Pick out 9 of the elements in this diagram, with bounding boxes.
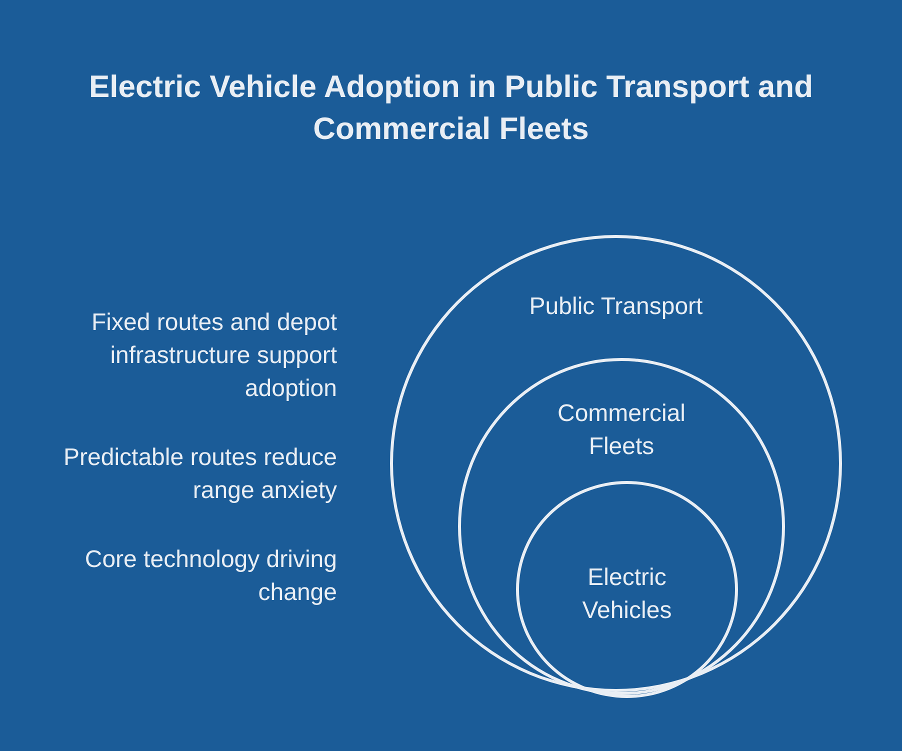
- description-text: Predictable routes reduce range anxiety: [62, 443, 337, 506]
- circle-label: Commercial Fleets: [556, 399, 686, 462]
- nested-circle: [516, 481, 738, 698]
- diagram-title: Electric Vehicle Adoption in Public Transport and Commercial Fleets: [88, 68, 814, 148]
- circle-label: Electric Vehicles: [581, 563, 673, 626]
- description-text: Core technology driving change: [84, 545, 337, 608]
- nested-circle: [458, 358, 785, 695]
- description-text: Fixed routes and depot infrastructure support adoption: [90, 308, 337, 404]
- circle-label: Public Transport: [528, 292, 704, 322]
